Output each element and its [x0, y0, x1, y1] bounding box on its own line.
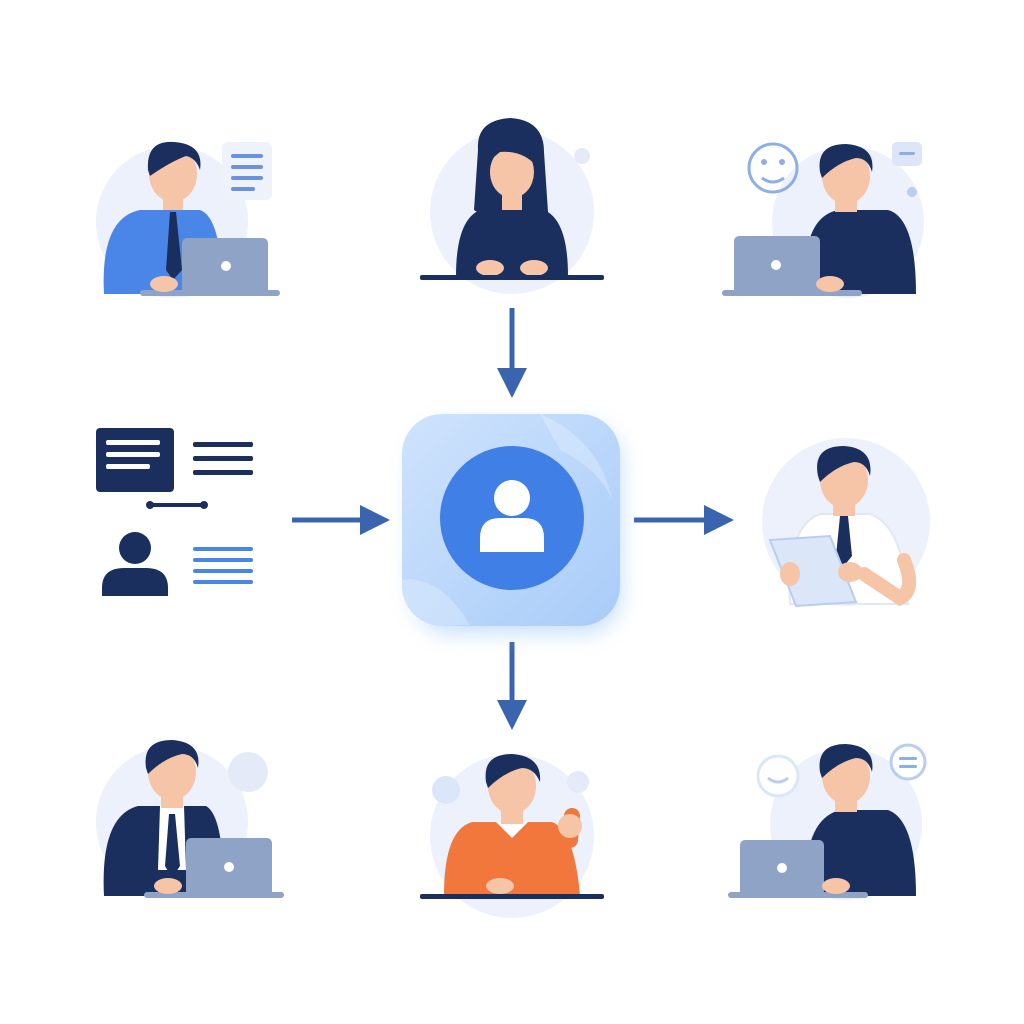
businessman-bottom-left [96, 740, 284, 898]
emoji-bubble-icon [756, 754, 800, 798]
chat-bubble-icon [892, 142, 922, 166]
connector-line [146, 501, 208, 509]
woman-top-center [420, 118, 604, 294]
chat-bubble-icon [889, 743, 927, 781]
document-card-icon [96, 428, 174, 492]
worker-bottom-right [728, 743, 927, 900]
notes-card-icon [222, 142, 272, 200]
worker-top-left [96, 141, 280, 298]
flow-arrows [292, 308, 734, 730]
hub-center[interactable] [402, 414, 622, 634]
list-lines-icon [193, 547, 253, 584]
man-orange-bottom-center [420, 754, 604, 918]
person-silhouette-icon [102, 532, 168, 596]
worker-top-right [722, 142, 924, 298]
man-reading-right [762, 438, 930, 608]
emoji-face-icon [747, 142, 799, 194]
text-lines-icon [193, 442, 253, 475]
user-profile-icon [480, 480, 544, 552]
profile-sources-left [96, 428, 253, 596]
